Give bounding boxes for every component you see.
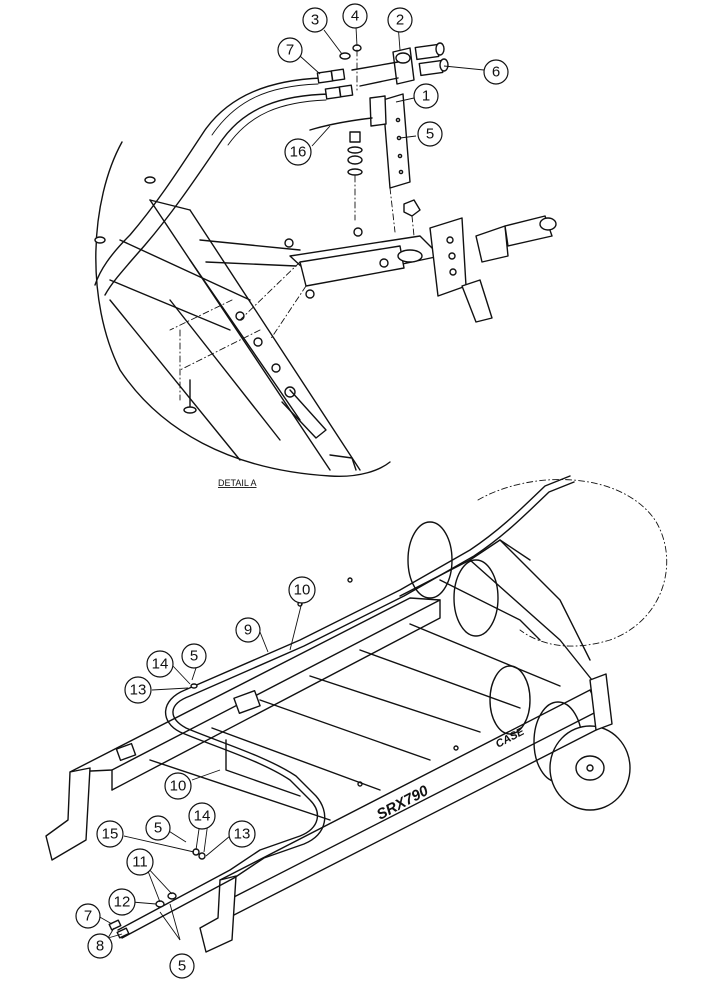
hose-fittings [316, 68, 354, 100]
callout-8: 8 [87, 933, 113, 959]
svg-text:5: 5 [154, 820, 162, 837]
callout-15: 15 [96, 820, 124, 848]
svg-text:7: 7 [84, 908, 92, 925]
callout-12: 12 [108, 888, 136, 916]
callout-13: 13 [124, 676, 152, 704]
svg-text:6: 6 [492, 64, 500, 81]
svg-text:10: 10 [294, 582, 311, 599]
callout-10: 10 [288, 576, 316, 604]
callout-7: 7 [75, 903, 101, 929]
svg-text:11: 11 [132, 854, 148, 871]
svg-text:16: 16 [290, 144, 307, 161]
front-hardware [108, 683, 206, 939]
bolt-washer-stack [347, 131, 363, 221]
svg-text:5: 5 [178, 958, 186, 975]
hitch-assembly [284, 199, 557, 323]
coupler-bracket [351, 47, 415, 87]
main-frame [45, 539, 613, 953]
svg-text:1: 1 [422, 88, 430, 105]
svg-text:9: 9 [244, 622, 252, 639]
svg-text:13: 13 [130, 682, 147, 699]
assembly-lines [169, 187, 415, 401]
hydraulic-hose-lower [104, 93, 331, 296]
detail-frame [94, 176, 361, 471]
svg-text:3: 3 [311, 12, 319, 29]
callout-16: 16 [284, 138, 312, 166]
svg-text:4: 4 [351, 8, 359, 25]
callout-7: 7 [277, 37, 303, 63]
cable-tie [309, 117, 373, 131]
svg-text:10: 10 [170, 778, 187, 795]
hydraulic-hose-upper [94, 77, 323, 286]
hose-holder-plate [369, 93, 411, 189]
detail-a-view: DETAIL A [94, 42, 557, 488]
wheels [407, 521, 631, 811]
callout-11: 11 [126, 848, 154, 876]
svg-text:14: 14 [152, 656, 169, 673]
quick-couplers [414, 42, 449, 77]
svg-text:7: 7 [286, 42, 294, 59]
svg-text:14: 14 [194, 808, 211, 825]
callout-2: 2 [387, 7, 413, 33]
callout-3: 3 [302, 7, 328, 33]
callout-10: 10 [164, 772, 192, 800]
callout-5: 5 [417, 121, 443, 147]
model-marking: SRX790 [374, 782, 432, 824]
svg-text:5: 5 [190, 648, 198, 665]
detail-a-reference-circle [477, 479, 668, 647]
callout-5: 5 [169, 953, 195, 979]
svg-text:15: 15 [102, 826, 119, 843]
svg-text:5: 5 [426, 126, 434, 143]
detail-a-boundary [95, 141, 391, 478]
main-hoses [117, 475, 575, 939]
main-view: SRX790 CASE [45, 475, 668, 953]
detail-a-label: DETAIL A [218, 478, 257, 488]
svg-text:2: 2 [396, 12, 404, 29]
callout-9: 9 [235, 617, 261, 643]
callout-6: 6 [483, 59, 509, 85]
callout-1: 1 [413, 83, 439, 109]
svg-text:13: 13 [234, 826, 251, 843]
callout-13: 13 [228, 820, 256, 848]
svg-text:8: 8 [96, 938, 104, 955]
callout-14: 14 [188, 802, 216, 830]
washer-nut-stack [339, 44, 362, 91]
callout-4: 4 [342, 3, 368, 29]
callout-14: 14 [146, 650, 174, 678]
svg-text:12: 12 [114, 894, 131, 911]
callout-5: 5 [181, 643, 207, 669]
callout-5: 5 [145, 815, 171, 841]
